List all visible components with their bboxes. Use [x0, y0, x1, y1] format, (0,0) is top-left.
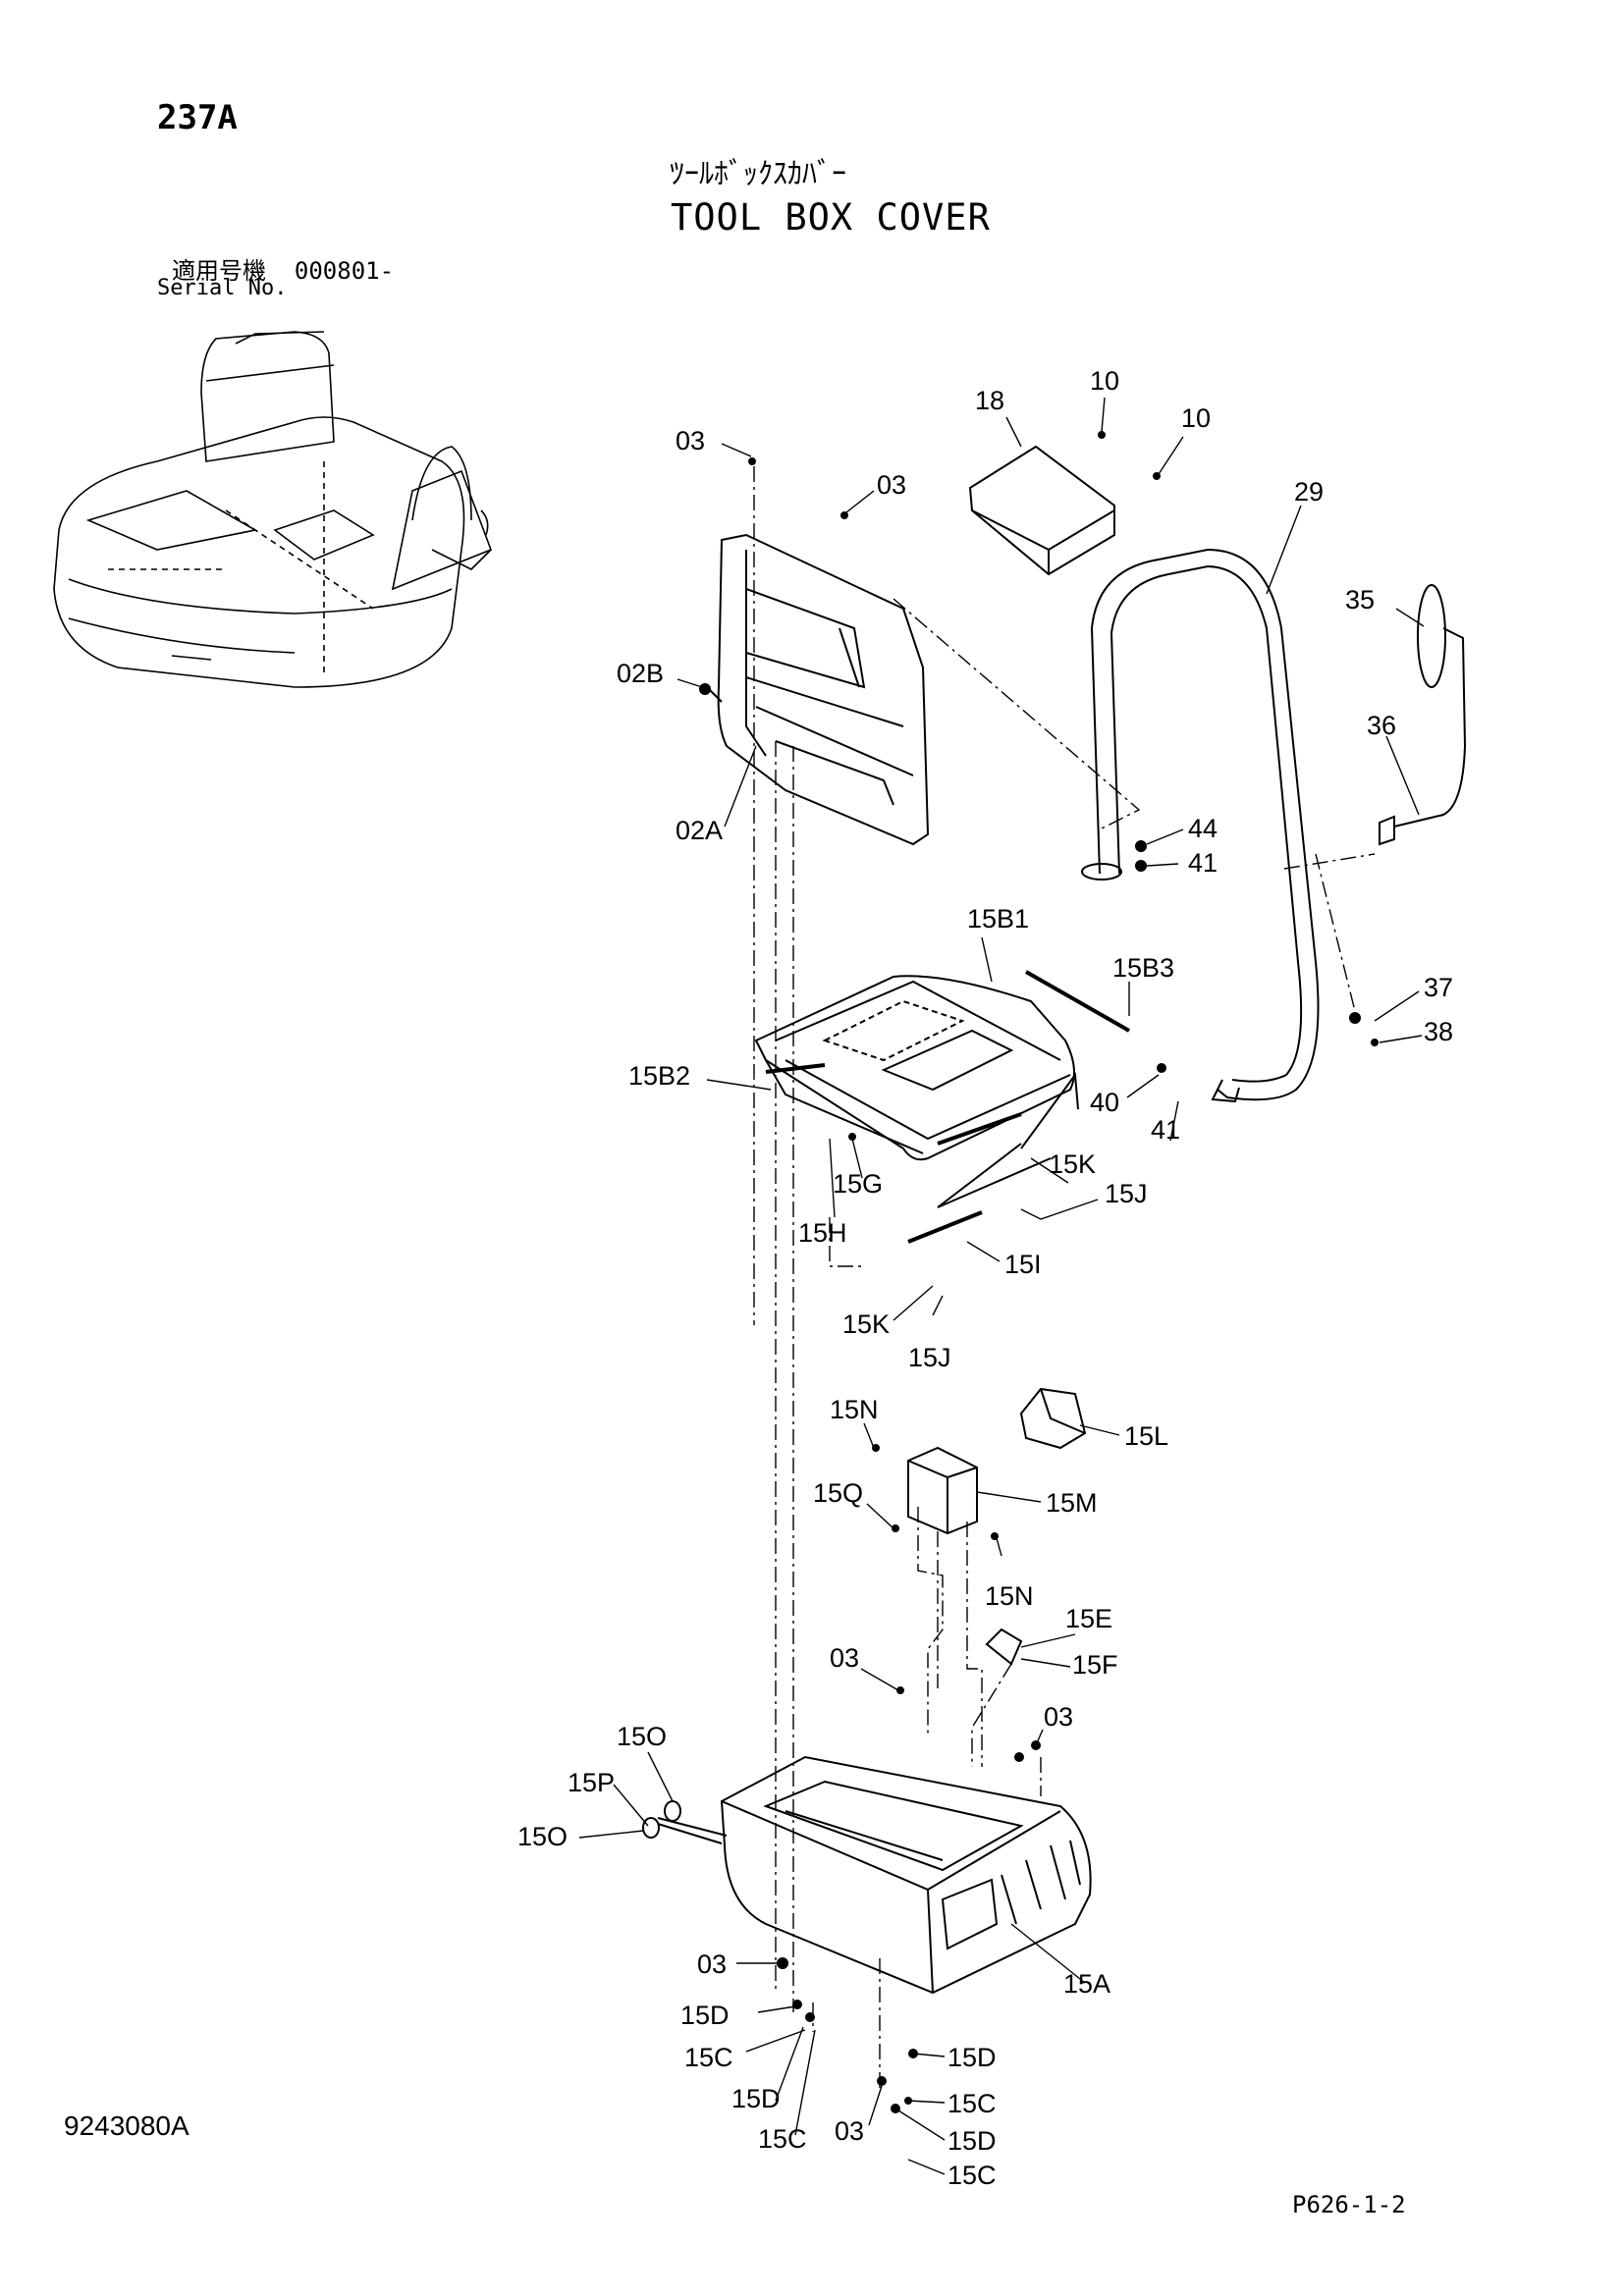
callout-03: 03 [1044, 1702, 1073, 1732]
callout-15O: 15O [617, 1722, 667, 1751]
callout-15B3: 15B3 [1112, 953, 1174, 983]
mirror-part-35-36 [1379, 584, 1467, 846]
strip-15I [907, 1210, 983, 1244]
callout-38: 38 [1424, 1017, 1453, 1046]
callout-15D: 15D [731, 2084, 781, 2113]
callout-41: 41 [1151, 1115, 1180, 1145]
serial-range: 適用号機 000801- [172, 251, 394, 286]
callout-15D: 15D [947, 2043, 997, 2072]
callout-15O: 15O [517, 1822, 568, 1851]
box-part-15M [907, 1446, 978, 1535]
callout-41: 41 [1188, 848, 1218, 878]
title-english: TOOL BOX COVER [671, 196, 991, 239]
callout-18: 18 [975, 386, 1004, 415]
callout-15Q: 15Q [813, 1478, 863, 1508]
callout-15C: 15C [758, 2124, 807, 2154]
callout-15D: 15D [947, 2126, 997, 2156]
callout-15K: 15K [1049, 1149, 1096, 1179]
strip-15K [937, 1112, 1022, 1146]
callout-15J: 15J [908, 1343, 951, 1372]
callout-03: 03 [830, 1643, 859, 1673]
callout-44: 44 [1188, 814, 1218, 843]
callout-36: 36 [1367, 711, 1396, 740]
machine-overview-sketch [53, 331, 493, 688]
title-japanese: ﾂｰﾙﾎﾞｯｸｽｶﾊﾞｰ [670, 157, 846, 191]
rear-panel-assembly [706, 533, 930, 846]
callout-15B1: 15B1 [967, 904, 1029, 934]
callout-10: 10 [1090, 366, 1119, 396]
serial-label-jp: 適用号機 [172, 257, 266, 285]
callout-37: 37 [1424, 973, 1453, 1002]
callout-03: 03 [697, 1949, 727, 1979]
callout-15B2: 15B2 [628, 1061, 690, 1091]
cushion-part-18 [968, 445, 1115, 576]
bolt-part-15O-15P [642, 1800, 728, 1844]
callout-15P: 15P [568, 1768, 615, 1797]
callout-03: 03 [877, 470, 906, 500]
base-part-15A [720, 1755, 1092, 1995]
callout-15I: 15I [1004, 1250, 1042, 1279]
callout-02A: 02A [676, 816, 723, 845]
part-15E [985, 1628, 1023, 1666]
callout-15J: 15J [1105, 1179, 1148, 1208]
callout-15D: 15D [680, 2001, 730, 2030]
assembly-lines [753, 466, 1376, 2091]
callout-03: 03 [835, 2116, 864, 2146]
page-reference: P626-1-2 [1292, 2191, 1406, 2218]
cover-part-15B [754, 975, 1079, 1208]
serial-label-en: Serial No. [157, 276, 288, 300]
callout-15F: 15F [1072, 1650, 1118, 1680]
callout-15L: 15L [1124, 1421, 1168, 1451]
handrail-part-29 [1081, 548, 1320, 1103]
leader-lines [578, 397, 1425, 2175]
lamp-part-15L [1019, 1387, 1087, 1450]
serial-from: 000801- [294, 257, 395, 285]
strip-15B2 [765, 1063, 826, 1074]
callout-15C: 15C [684, 2043, 733, 2072]
callout-15E: 15E [1065, 1604, 1112, 1633]
callout-40: 40 [1090, 1088, 1119, 1117]
callout-15K: 15K [842, 1309, 890, 1339]
callout-02B: 02B [617, 659, 664, 688]
drawing-number: 9243080A [64, 2110, 189, 2141]
callout-15C: 15C [947, 2089, 997, 2118]
callout-35: 35 [1345, 585, 1375, 614]
callout-03: 03 [676, 426, 705, 455]
callout-15G: 15G [833, 1169, 883, 1199]
callout-15H: 15H [798, 1218, 847, 1248]
callout-10: 10 [1181, 403, 1211, 433]
callout-15N: 15N [830, 1395, 879, 1424]
callout-15A: 15A [1063, 1969, 1110, 1999]
strip-15B3 [1025, 970, 1130, 1033]
page-code: 237A [157, 98, 238, 137]
callout-15N: 15N [985, 1581, 1034, 1611]
callout-15M: 15M [1046, 1488, 1098, 1518]
callout-29: 29 [1294, 477, 1324, 507]
callout-15C: 15C [947, 2161, 997, 2190]
